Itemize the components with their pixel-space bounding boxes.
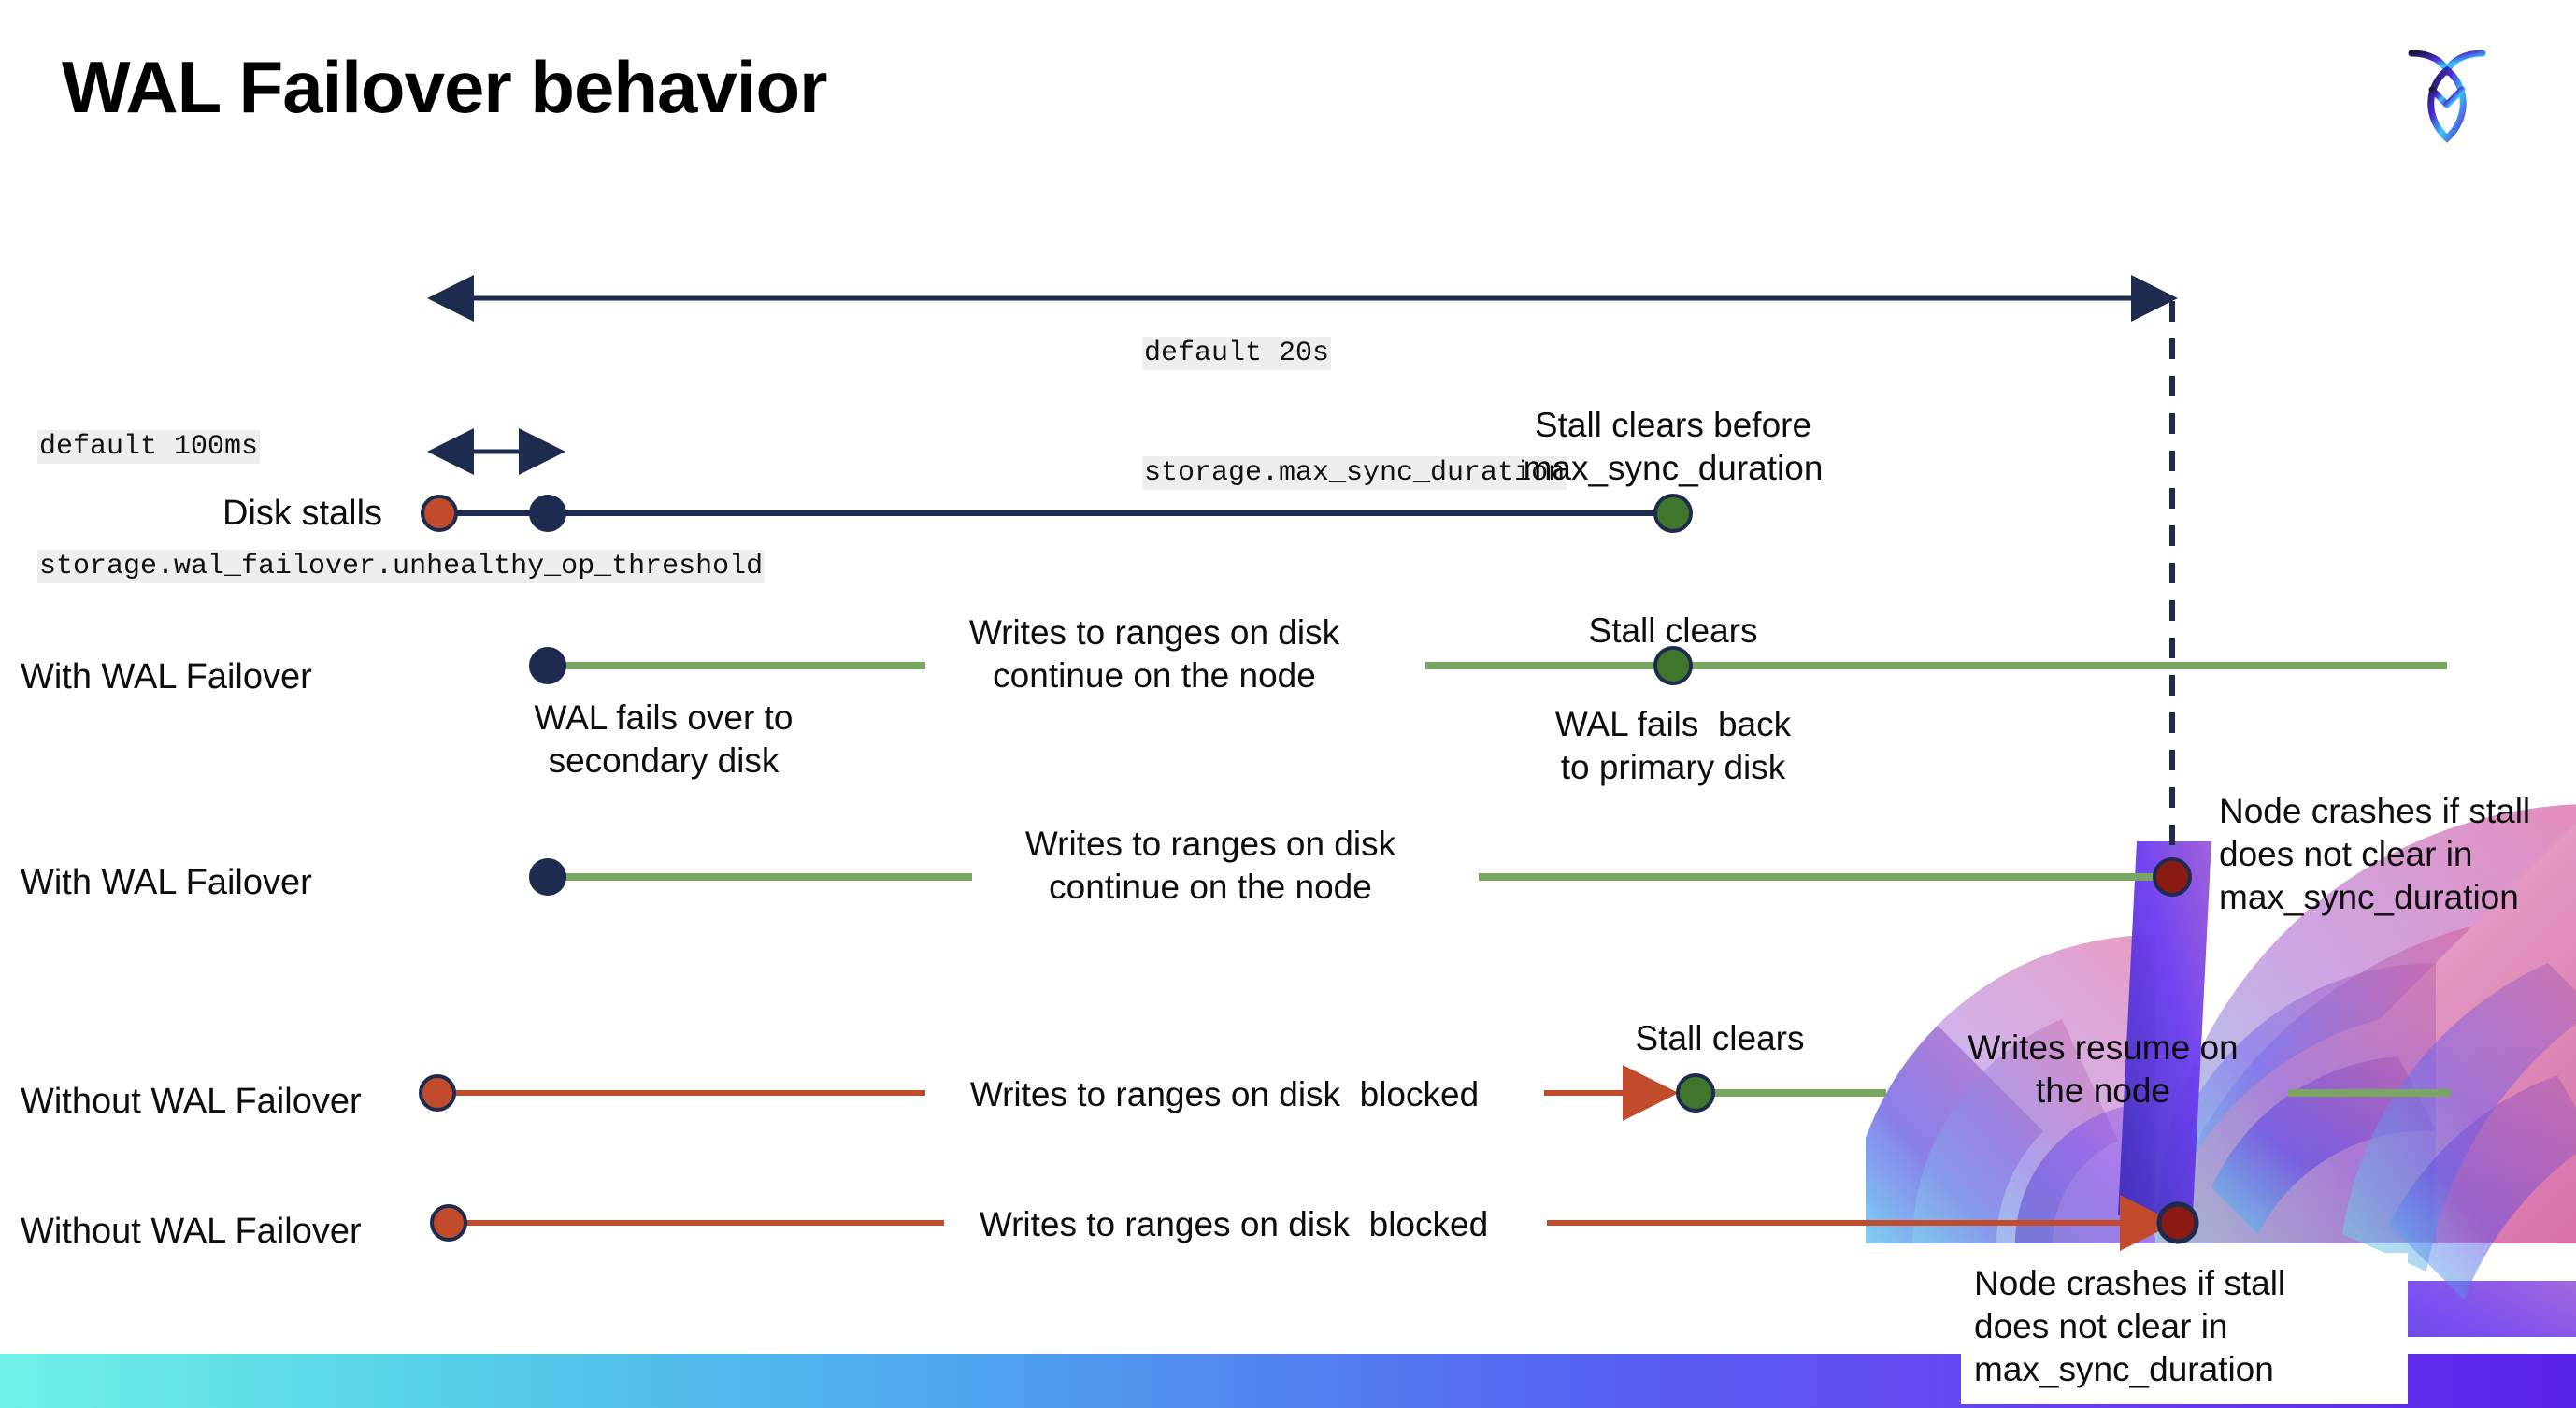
- cockroachdb-logo: [2398, 28, 2497, 145]
- note-stall-clears-2: Stall clears: [1635, 1019, 1805, 1057]
- max-sync-default-text: default 20s: [1142, 337, 1332, 371]
- page-title: WAL Failover behavior: [62, 46, 827, 128]
- unhealthy-name-text: storage.wal_failover.unhealthy_op_thresh…: [37, 549, 766, 583]
- max-sync-name-text: storage.max_sync_duration: [1142, 455, 1567, 490]
- row-without-failover-1-track: [419, 1065, 2451, 1121]
- note-wal-fails-over: WAL fails over to secondary disk: [534, 698, 794, 780]
- note-stall-clears-before-max-sync: Stall clears before max_sync_duration: [1523, 406, 1824, 487]
- unhealthy-default-text: default 100ms: [37, 430, 261, 465]
- note-writes-continue-1: Writes to ranges on disk continue on the…: [968, 613, 1340, 695]
- row-with-failover-1-track: [529, 646, 2447, 685]
- note-writes-blocked-1: Writes to ranges on disk blocked: [969, 1075, 1480, 1113]
- row-label-without-failover-2: Without WAL Failover: [21, 1212, 362, 1251]
- note-wal-fails-back: WAL fails back to primary disk: [1554, 705, 1792, 786]
- row-label-with-failover-2: With WAL Failover: [21, 863, 312, 902]
- row-label-disk-stalls: Disk stalls: [222, 494, 383, 533]
- note-node-crashes-2: Node crashes if stall does not clear in …: [1974, 1264, 2286, 1388]
- row-label-without-failover-1: Without WAL Failover: [21, 1082, 362, 1121]
- note-writes-continue-2: Writes to ranges on disk continue on the…: [1024, 825, 1396, 906]
- note-writes-resume: Writes resume on the node: [1968, 1028, 2239, 1110]
- row-with-failover-2-track: [529, 857, 2192, 897]
- unhealthy-threshold-setting: default 100ms storage.wal_failover.unhea…: [37, 348, 766, 667]
- max-sync-duration-setting: default 20s storage.max_sync_duration: [1142, 254, 1567, 573]
- row-without-failover-2-track: [430, 1195, 2199, 1251]
- note-writes-blocked-2: Writes to ranges on disk blocked: [979, 1205, 1489, 1243]
- callout-node-crashes-2: Node crashes if stall does not clear in …: [1961, 1253, 2408, 1404]
- row-disk-stalls-track: [421, 494, 1693, 533]
- note-node-crashes-1: Node crashes if stall does not clear in …: [2219, 792, 2531, 916]
- note-stall-clears-1: Stall clears: [1588, 611, 1758, 650]
- row-label-with-failover-1: With WAL Failover: [21, 657, 312, 697]
